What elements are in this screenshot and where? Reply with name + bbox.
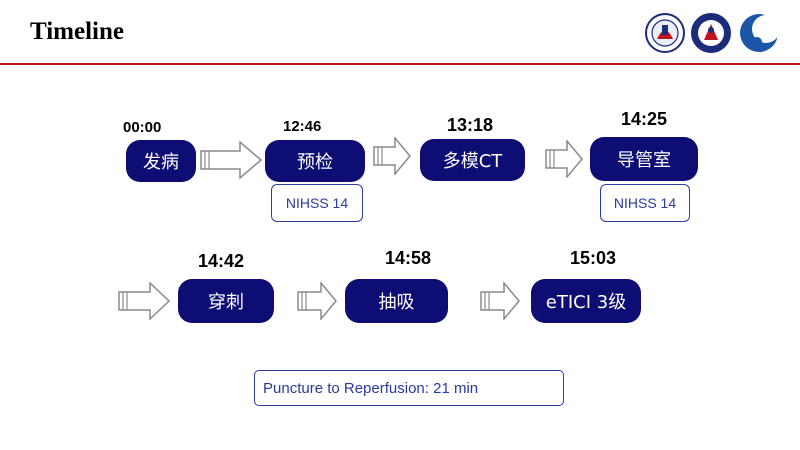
step-onset: 发病 <box>126 140 196 182</box>
seal-logo-1-icon <box>645 13 685 53</box>
step-puncture: 穿刺 <box>178 279 274 323</box>
step-puncture-label: 穿刺 <box>208 292 244 313</box>
step-onset-label: 发病 <box>143 152 179 173</box>
slide-title: Timeline <box>30 18 124 45</box>
step-triage: 预检 <box>265 140 365 182</box>
block-arrow-icon <box>373 137 411 175</box>
step-aspiration: 抽吸 <box>345 279 448 323</box>
seal-logo-2-icon <box>691 13 731 53</box>
time-00-00: 00:00 <box>123 119 162 136</box>
step-multimodal-ct: 多模CT <box>420 139 525 181</box>
step-etici: eTICI 3级 <box>531 279 641 323</box>
block-arrow-icon <box>118 282 170 320</box>
block-arrow-icon <box>545 140 583 178</box>
title-divider <box>0 63 800 65</box>
nihss-badge-1: NIHSS 14 <box>271 184 363 222</box>
nihss-badge-2: NIHSS 14 <box>600 184 690 222</box>
step-cath-lab-label: 导管室 <box>617 150 671 171</box>
step-triage-label: 预检 <box>297 152 333 173</box>
logo-group <box>645 13 780 53</box>
time-13-18: 13:18 <box>447 115 494 135</box>
block-arrow-icon <box>297 282 337 320</box>
step-multimodal-ct-label: 多模CT <box>442 151 503 172</box>
time-15-03: 15:03 <box>570 248 617 268</box>
step-cath-lab: 导管室 <box>590 137 698 181</box>
block-arrow-icon <box>200 141 262 179</box>
time-14-25: 14:25 <box>621 109 668 129</box>
step-etici-label: eTICI 3级 <box>545 292 627 313</box>
step-aspiration-label: 抽吸 <box>378 292 415 313</box>
time-14-42: 14:42 <box>198 251 245 271</box>
puncture-to-reperfusion-summary: Puncture to Reperfusion: 21 min <box>254 370 564 406</box>
time-12-46: 12:46 <box>283 118 322 135</box>
crescent-logo-icon <box>740 14 780 52</box>
time-14-58: 14:58 <box>385 248 432 268</box>
block-arrow-icon <box>480 282 520 320</box>
